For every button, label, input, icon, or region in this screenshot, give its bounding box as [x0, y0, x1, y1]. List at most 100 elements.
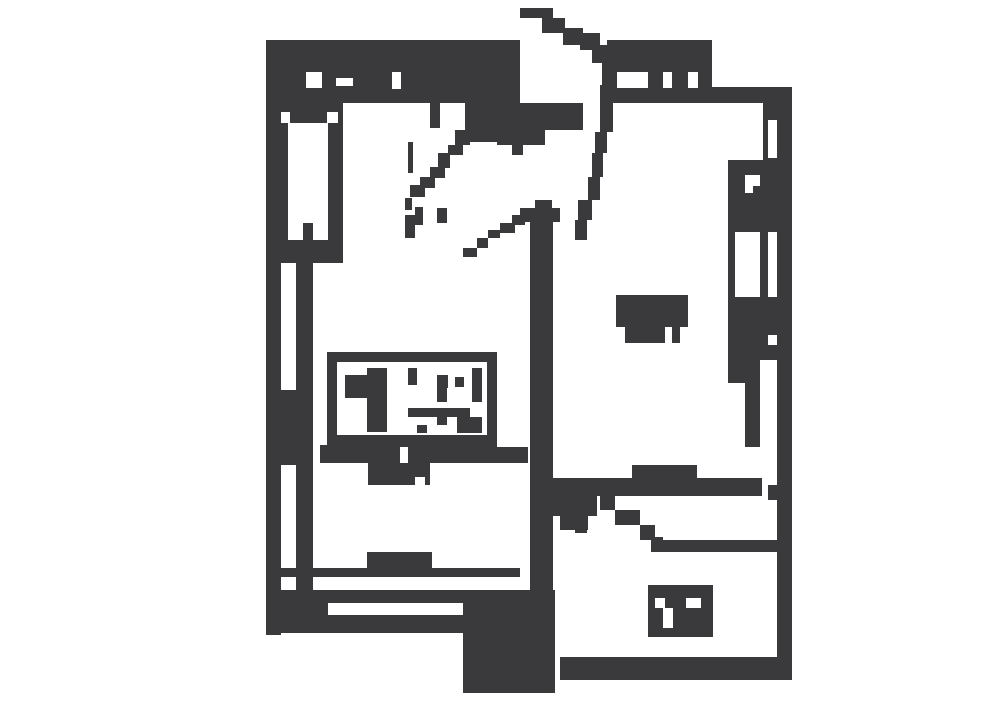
window-opening	[306, 72, 322, 88]
entry-door-line	[415, 207, 423, 215]
unit-badge-frame	[327, 352, 337, 445]
wall-detail-white	[745, 186, 753, 193]
room-area-label-bath	[648, 598, 655, 608]
window-opening	[663, 72, 672, 88]
window-opening	[617, 72, 648, 88]
wall-segment	[303, 223, 313, 240]
wall-segment	[463, 590, 555, 693]
wall-segment	[266, 568, 520, 577]
entry-door-line	[437, 208, 447, 223]
wall-detail-white	[281, 112, 290, 123]
wall-segment	[728, 360, 760, 383]
wall-segment	[530, 218, 553, 593]
badge-pixel-text	[472, 368, 482, 402]
window-opening	[768, 120, 777, 158]
door-swing-segment	[615, 510, 640, 525]
wall-segment	[632, 465, 697, 480]
entry-door-line	[405, 215, 423, 225]
entry-door-line	[420, 177, 435, 188]
wall-segment	[607, 40, 712, 103]
room-area-label-kitchen	[616, 295, 688, 327]
room-area-label-bath	[665, 598, 686, 608]
window-opening	[735, 232, 760, 297]
wall-segment	[768, 485, 777, 500]
room-area-label-bath	[648, 608, 713, 637]
entry-arrow-segment	[563, 28, 583, 45]
entry-door-line	[463, 248, 477, 257]
badge-pixel-text	[457, 417, 482, 433]
window-opening	[768, 232, 777, 297]
wall-segment	[763, 103, 792, 160]
wall-segment	[296, 263, 313, 593]
wall-segment	[712, 87, 792, 103]
door-swing-segment	[640, 525, 655, 540]
window-opening	[688, 72, 698, 88]
entry-arrow-segment	[542, 18, 565, 33]
room-area-label-kitchen	[672, 327, 680, 343]
wall-segment	[745, 383, 760, 447]
wall-segment	[465, 130, 500, 142]
badge-pixel-text	[437, 417, 447, 425]
badge-band	[497, 447, 528, 463]
wall-segment	[465, 103, 583, 130]
wall-segment	[535, 200, 552, 210]
badge-pixel-text	[437, 388, 447, 402]
wall-segment	[430, 103, 440, 128]
wall-segment	[266, 590, 520, 603]
badge-pixel-text	[408, 368, 417, 385]
entry-door-line	[430, 167, 445, 178]
entry-door-line	[408, 142, 413, 173]
room-area-label-bath	[701, 598, 713, 608]
entry-arrow-segment	[592, 45, 610, 63]
unit-badge-frame	[327, 435, 497, 445]
door-swing-segment	[600, 495, 615, 510]
wall-detail-white	[400, 447, 408, 463]
wall-segment	[281, 390, 296, 465]
badge-pixel-text	[437, 375, 448, 388]
entry-arrow-segment	[588, 177, 600, 200]
entry-door-line	[488, 230, 500, 238]
entry-arrow-segment	[575, 220, 587, 240]
wall-segment	[266, 40, 281, 635]
entry-arrow-segment	[592, 153, 603, 177]
badge-band	[320, 445, 497, 463]
badge-digit-1	[367, 368, 387, 432]
room-area-label-kitchen	[625, 327, 665, 343]
wall-segment	[560, 657, 792, 680]
entry-arrow-segment	[578, 200, 592, 220]
badge-pixel-text	[455, 377, 464, 387]
wall-segment	[512, 145, 523, 155]
badge-pixel-text	[408, 408, 470, 417]
entry-door-line	[438, 153, 450, 168]
entry-door-line	[500, 223, 515, 233]
entry-arrow-segment	[595, 132, 607, 153]
entry-door-line	[455, 130, 470, 145]
entry-door-line	[448, 145, 463, 155]
wall-segment	[552, 496, 597, 516]
room-area-label-bath	[648, 585, 713, 598]
room-area-label-living	[368, 463, 430, 485]
wall-segment	[266, 615, 463, 633]
entry-arrow-segment	[600, 85, 613, 132]
wall-segment	[266, 603, 328, 615]
entry-door-line	[477, 238, 488, 248]
wall-segment	[663, 540, 777, 552]
entry-door-line	[512, 215, 525, 225]
wall-detail-white	[768, 335, 777, 345]
window-opening	[336, 78, 353, 86]
entry-door-line	[410, 185, 425, 197]
wall-segment	[281, 123, 288, 240]
badge-pixel-text	[417, 425, 427, 433]
entry-arrow-segment	[602, 62, 620, 85]
wall-segment	[266, 240, 343, 263]
unit-badge-frame	[327, 352, 497, 362]
badge-digit-1	[345, 375, 367, 398]
unit-badge-frame	[487, 352, 497, 445]
door-swing-segment	[651, 537, 663, 552]
entry-arrow-segment	[520, 8, 553, 18]
wall-segment	[777, 360, 792, 540]
wall-segment	[552, 478, 762, 496]
wall-detail-white	[745, 175, 760, 186]
wall-segment	[575, 525, 587, 533]
